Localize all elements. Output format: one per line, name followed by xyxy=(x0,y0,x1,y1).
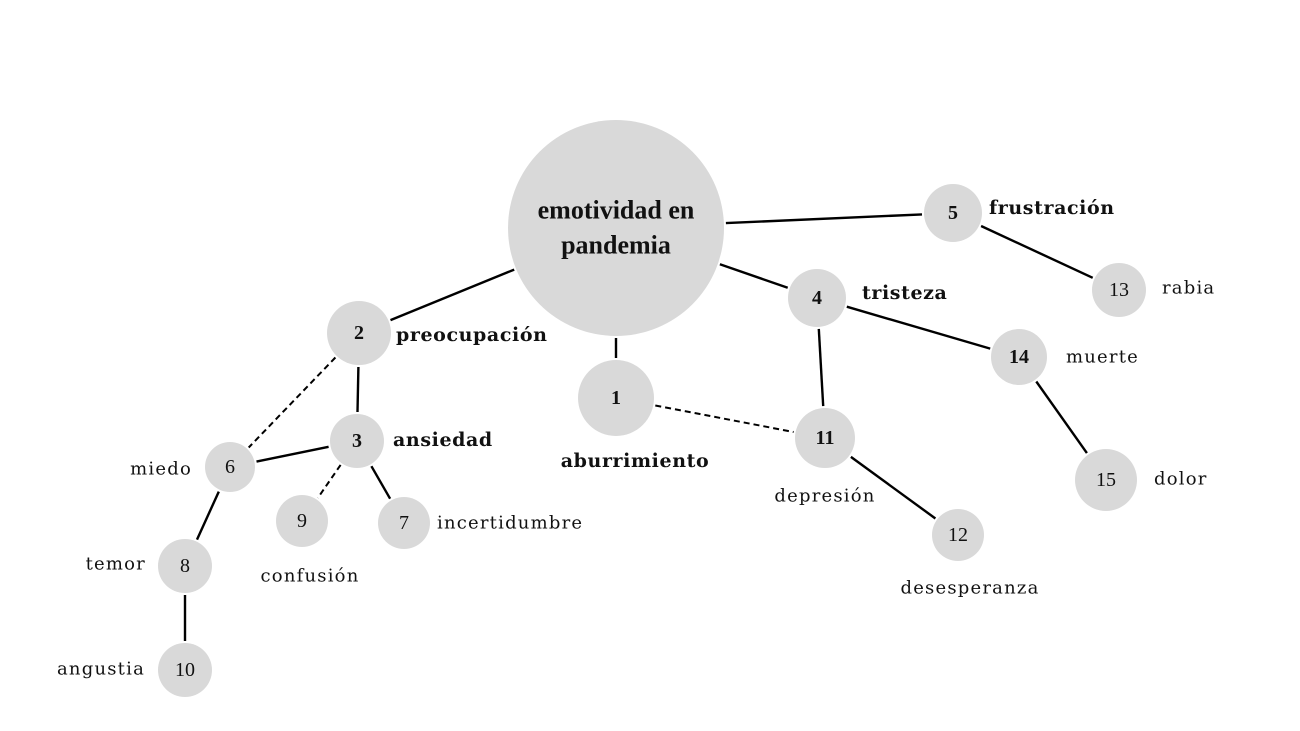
node-label: angustia xyxy=(57,659,145,680)
node-circle xyxy=(158,539,212,593)
node-14: 14 muerte xyxy=(991,329,1139,385)
node-label: muerte xyxy=(1066,347,1139,368)
edge-6-8 xyxy=(195,491,220,541)
edge-3-6 xyxy=(256,445,329,463)
edge-11-12 xyxy=(850,455,937,520)
node-circle xyxy=(788,269,846,327)
node-label: preocupación xyxy=(396,324,548,346)
edge-14-15 xyxy=(1035,380,1088,454)
node-circle xyxy=(1092,263,1146,317)
node-label: desesperanza xyxy=(900,578,1039,599)
edge-center-4 xyxy=(719,263,789,289)
edge-5-13 xyxy=(980,224,1094,279)
node-5: 5 frustración xyxy=(924,184,1115,242)
node-circle xyxy=(378,497,430,549)
center-label-line2: pandemia xyxy=(561,231,671,260)
node-7: 7 incertidumbre xyxy=(378,497,583,549)
node-9: 9 confusión xyxy=(261,495,360,587)
node-label: tristeza xyxy=(862,282,947,304)
node-circle xyxy=(991,329,1047,385)
node-10: 10 angustia xyxy=(57,643,212,697)
node-number: 12 xyxy=(948,524,968,546)
node-number: 9 xyxy=(297,510,307,532)
node-circle xyxy=(327,301,391,365)
node-number: 2 xyxy=(354,322,364,344)
node-3: 3 ansiedad xyxy=(330,414,493,468)
edge-4-14 xyxy=(846,305,991,350)
node-circle xyxy=(276,495,328,547)
node-6: 6 miedo xyxy=(130,442,255,492)
node-number: 10 xyxy=(175,659,195,681)
node-13: 13 rabia xyxy=(1092,263,1215,317)
node-number: 14 xyxy=(1009,346,1029,368)
edge-center-2 xyxy=(390,268,515,322)
edge-3-7 xyxy=(370,465,392,500)
node-circle xyxy=(205,442,255,492)
center-label-line1: emotividad en xyxy=(538,196,695,225)
node-number: 15 xyxy=(1096,469,1116,491)
node-label: rabia xyxy=(1162,278,1215,299)
node-4: 4 tristeza xyxy=(788,269,947,327)
node-number: 4 xyxy=(812,287,822,309)
node-2: 2 preocupación xyxy=(327,301,548,365)
nodes-layer: emotividad en pandemia 1 aburrimiento 2 preoc… xyxy=(57,120,1215,697)
node-label: frustración xyxy=(989,197,1115,219)
node-circle xyxy=(795,408,855,468)
node-11: 11 depresión xyxy=(774,408,875,507)
node-number: 1 xyxy=(611,387,621,409)
node-label: ansiedad xyxy=(393,429,493,451)
node-label: miedo xyxy=(130,459,192,480)
edge-3-9 xyxy=(317,464,342,499)
node-label: temor xyxy=(86,554,146,575)
node-circle xyxy=(1075,449,1137,511)
node-circle xyxy=(330,414,384,468)
node-circle xyxy=(932,509,984,561)
node-circle xyxy=(158,643,212,697)
node-circle xyxy=(578,360,654,436)
center-circle xyxy=(508,120,724,336)
node-label: aburrimiento xyxy=(561,450,710,472)
node-number: 5 xyxy=(948,202,958,224)
node-label: confusión xyxy=(261,566,360,587)
edge-1-11 xyxy=(655,404,794,433)
edge-center-5 xyxy=(725,213,923,225)
node-label: depresión xyxy=(774,486,875,507)
node-15: 15 dolor xyxy=(1075,449,1208,511)
edges-layer xyxy=(183,213,1094,641)
node-number: 8 xyxy=(180,555,190,577)
node-1: 1 aburrimiento xyxy=(561,360,710,472)
node-number: 6 xyxy=(225,456,235,478)
node-circle xyxy=(924,184,982,242)
node-number: 3 xyxy=(352,430,362,452)
edge-4-11 xyxy=(817,328,825,407)
node-number: 7 xyxy=(399,512,409,534)
node-number: 11 xyxy=(816,427,835,449)
node-number: 13 xyxy=(1109,279,1129,301)
node-8: 8 temor xyxy=(86,539,212,593)
node-12: 12 desesperanza xyxy=(900,509,1039,599)
edge-2-6 xyxy=(247,356,337,449)
center-node: emotividad en pandemia xyxy=(508,120,724,336)
node-label: incertidumbre xyxy=(437,513,583,534)
node-label: dolor xyxy=(1154,469,1208,490)
edge-2-3 xyxy=(356,366,360,413)
